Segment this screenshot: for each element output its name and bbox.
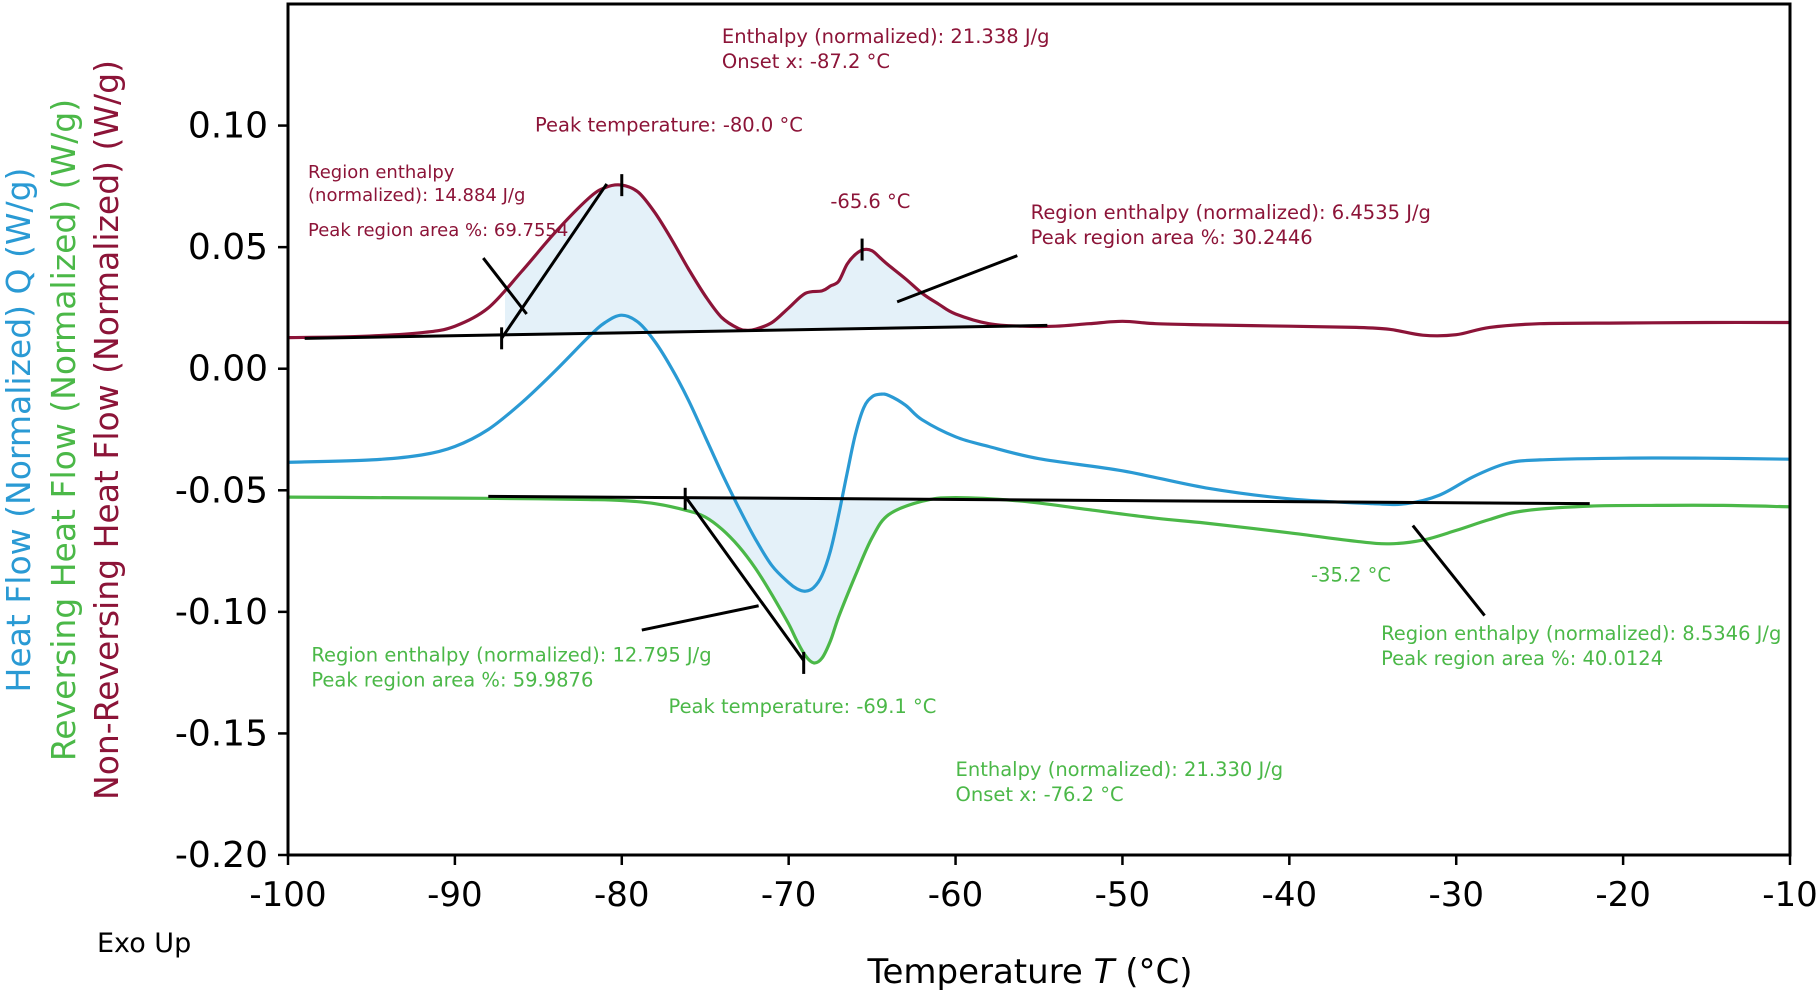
x-axis-label-main: Temperature: [866, 952, 1093, 992]
x-tick-label: -80: [594, 875, 650, 915]
rev-region2-label-line: Peak region area %: 40.0124: [1381, 647, 1663, 670]
y-axis-label-nonreversing: Non-Reversing Heat Flow (Normalized) (W/…: [87, 60, 126, 800]
series-line-nonreversing-heat-flow: [287, 183, 1791, 340]
series-line-heat-flow: [287, 313, 1791, 593]
nr-region1-label: Region enthalpy(normalized): 14.884 J/g: [308, 162, 525, 206]
peak-fill-group: [505, 185, 1039, 663]
exo-up-label: Exo Up: [97, 928, 191, 959]
x-tick-label: -10: [1762, 875, 1818, 915]
nr-region2-label-line: Region enthalpy (normalized): 6.4535 J/g: [1031, 201, 1431, 224]
rev-peak-temp-label: Peak temperature: -69.1 °C: [669, 695, 937, 718]
nr-region1-label-line: (normalized): 14.884 J/g: [308, 185, 525, 206]
y-axis-label-heat-flow: Heat Flow (Normalized) Q (W/g): [0, 168, 38, 693]
x-axis-label-var: T: [1094, 952, 1117, 992]
nr-enthalpy-label-line: Onset x: -87.2 °C: [722, 50, 890, 73]
series-group: [287, 183, 1791, 665]
nr-region1-area-label: Peak region area %: 69.7554: [308, 220, 568, 241]
rev-region2-label-line: Region enthalpy (normalized): 8.5346 J/g: [1381, 622, 1781, 645]
x-axis-label-unit: (°C): [1114, 952, 1192, 992]
nr-enthalpy-label-line: Enthalpy (normalized): 21.338 J/g: [722, 25, 1050, 48]
nr-onset-line: [500, 183, 608, 340]
nr-region2-label: Region enthalpy (normalized): 6.4535 J/g…: [1031, 201, 1431, 249]
nr-peak2-label-line: -65.6 °C: [830, 190, 910, 213]
x-tick-label: -70: [761, 875, 817, 915]
rev-region1-label: Region enthalpy (normalized): 12.795 J/g…: [311, 644, 711, 692]
rev-peak2-label: -35.2 °C: [1311, 563, 1391, 586]
y-tick-label: 0.05: [188, 227, 268, 268]
x-tick-label: -40: [1262, 875, 1318, 915]
reversing-peak-area: [688, 497, 923, 663]
nr-region2-leader: [896, 254, 1018, 304]
y-tick-label: 0.00: [188, 349, 268, 390]
non-reversing-peak-area: [505, 185, 1039, 335]
y-tick-label: -0.15: [175, 713, 268, 754]
rev-enthalpy-label-line: Onset x: -76.2 °C: [956, 783, 1124, 806]
nr-region1-leader: [482, 257, 528, 315]
rev-region1-label-line: Region enthalpy (normalized): 12.795 J/g: [311, 644, 711, 667]
x-axis-label: Temperature T (°C): [866, 952, 1192, 992]
rev-region1-label-line: Peak region area %: 59.9876: [311, 669, 593, 692]
x-tick-label: -60: [928, 875, 984, 915]
baseline-and-leader-group: [304, 174, 1590, 674]
x-tick-label: -100: [249, 875, 326, 915]
y-tick-label: 0.10: [188, 106, 268, 147]
rev-onset-line: [683, 495, 805, 662]
rev-peak2-label-line: -35.2 °C: [1311, 563, 1391, 586]
plot-frame: [286, 2, 1792, 857]
nr-region1-area-label-line: Peak region area %: 69.7554: [308, 220, 568, 241]
axes-group: -100 -90 -80 -70 -60 -50 -40 -30 -20 -10 0.10 0.05 0…: [175, 106, 1818, 915]
rev-region2-label: Region enthalpy (normalized): 8.5346 J/g…: [1381, 622, 1781, 670]
rev-region2-leader: [1411, 524, 1486, 617]
y-tick-label: -0.10: [175, 592, 268, 633]
y-tick-label: -0.05: [175, 470, 268, 511]
nr-region1-label-line: Region enthalpy: [308, 162, 455, 183]
nr-peak-temp-label: Peak temperature: -80.0 °C: [535, 114, 803, 137]
x-tick-label: -30: [1428, 875, 1484, 915]
non-reversing-baseline: [304, 323, 1048, 340]
rev-peak-temp-label-line: Peak temperature: -69.1 °C: [669, 695, 937, 718]
nr-region2-label-line: Peak region area %: 30.2446: [1031, 226, 1313, 249]
series-line-reversing-heat-flow: [287, 495, 1791, 665]
y-tick-label: -0.20: [175, 835, 268, 876]
rev-region1-leader: [641, 604, 759, 632]
x-tick-label: -50: [1095, 875, 1151, 915]
reversing-baseline: [488, 494, 1590, 506]
nr-peak-temp-label-line: Peak temperature: -80.0 °C: [535, 114, 803, 137]
x-tick-label: -20: [1595, 875, 1651, 915]
y-axis-label-reversing: Reversing Heat Flow (Normalized) (W/g): [44, 99, 83, 761]
nr-peak2-label: -65.6 °C: [830, 190, 910, 213]
rev-enthalpy-label-line: Enthalpy (normalized): 21.330 J/g: [956, 758, 1284, 781]
x-tick-label: -90: [427, 875, 483, 915]
